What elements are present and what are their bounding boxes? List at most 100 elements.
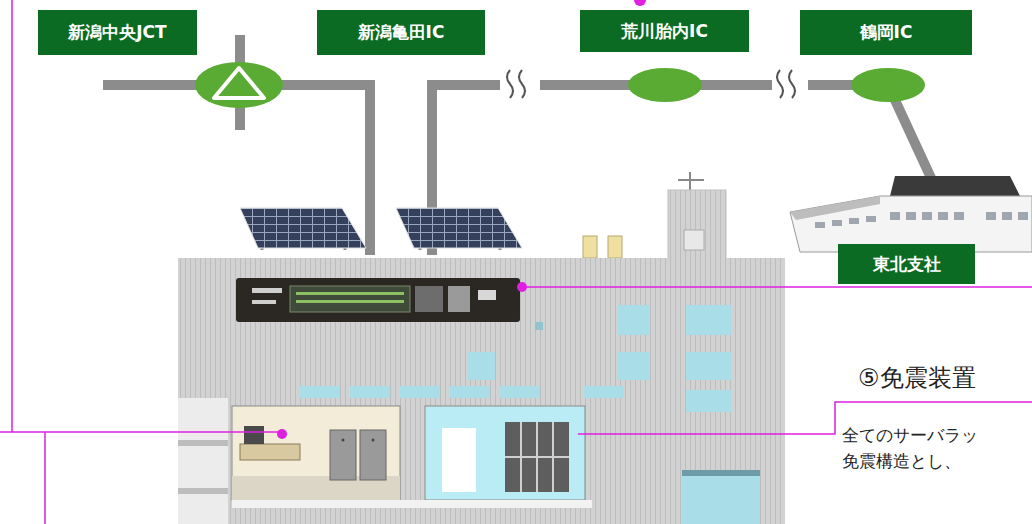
branch-building <box>832 220 842 226</box>
callout-note: 免震構造とし、 <box>842 450 961 473</box>
leader-line <box>44 432 46 524</box>
leader-line <box>522 286 1032 288</box>
server-room <box>425 406 585 500</box>
break-symbol <box>789 70 795 98</box>
window <box>400 386 440 398</box>
branch-building <box>938 212 948 220</box>
display-panel <box>296 300 404 303</box>
display-panel <box>252 288 282 293</box>
data-center-building <box>678 179 704 181</box>
break-symbol <box>507 70 513 98</box>
solar-panel <box>396 208 522 248</box>
window <box>450 386 490 398</box>
leader-dot <box>277 0 646 439</box>
data-center-building <box>608 236 622 258</box>
node-label: 新潟中央JCT <box>68 21 166 44</box>
display-panel <box>296 292 404 295</box>
operation-room <box>240 444 300 460</box>
branch-building <box>815 222 825 228</box>
data-center-building <box>689 172 691 192</box>
branch-building <box>954 212 964 220</box>
window <box>686 352 731 380</box>
branch-building <box>986 212 996 220</box>
operation-room <box>232 406 400 500</box>
interchange-symbol <box>628 68 702 102</box>
display-panel <box>236 278 520 322</box>
branch-building <box>790 176 1032 252</box>
display-panel <box>448 286 470 312</box>
branch-building <box>890 212 900 220</box>
window <box>686 305 731 335</box>
window <box>618 305 650 335</box>
server-room <box>505 422 569 492</box>
branch-building <box>866 216 876 222</box>
branch-building <box>1002 212 1012 220</box>
callout-note: 全てのサーバラッ <box>842 424 978 447</box>
road-label-box: 新潟中央JCT <box>38 10 197 55</box>
data-center-building <box>668 190 726 262</box>
display-panel <box>252 300 276 304</box>
break-symbol <box>519 70 525 98</box>
server-room <box>425 406 585 500</box>
node-label: 東北支社 <box>873 253 941 276</box>
display-panel <box>236 278 520 322</box>
road-label-box: 新潟亀田IC <box>317 10 485 55</box>
operation-room <box>232 406 400 500</box>
building-base <box>682 470 760 476</box>
data-center-building <box>178 488 228 494</box>
branch-building <box>849 218 859 224</box>
data-center-building <box>684 230 704 250</box>
window <box>686 390 731 412</box>
junction-symbol <box>214 68 264 98</box>
operation-room <box>330 430 356 480</box>
node-label: 荒川胎内IC <box>621 20 708 43</box>
window <box>535 322 543 330</box>
callout-heading: ⑤免震装置 <box>858 362 976 394</box>
leader-dot <box>277 429 287 439</box>
operation-room <box>244 426 264 444</box>
window <box>500 386 540 398</box>
building-base <box>232 500 592 508</box>
road-label-box: 荒川胎内IC <box>580 10 749 52</box>
window <box>300 305 731 412</box>
leader-line <box>11 0 13 432</box>
data-center-building <box>178 258 785 524</box>
branch-building <box>815 212 1028 228</box>
display-panel <box>478 290 496 300</box>
branch-building <box>906 212 916 220</box>
break-symbol <box>777 70 783 98</box>
solar-panel <box>240 208 366 248</box>
window <box>584 386 624 398</box>
leader-dot <box>517 282 527 292</box>
building-base <box>682 470 760 524</box>
server-room <box>442 428 476 492</box>
leader-line <box>0 431 280 433</box>
data-center-building <box>178 440 228 446</box>
road-label-box: 鶴岡IC <box>800 10 972 55</box>
server-room <box>505 422 569 492</box>
building-base <box>232 470 760 524</box>
data-center-building <box>583 236 597 258</box>
data-center-building <box>178 172 785 524</box>
interchange-symbol <box>628 68 925 102</box>
data-center-building <box>178 398 228 524</box>
node-label: 新潟亀田IC <box>358 21 445 44</box>
junction-symbol <box>195 62 283 108</box>
interchange-symbol <box>851 68 925 102</box>
window <box>300 386 340 398</box>
operation-room <box>342 439 345 442</box>
leader-dot <box>634 0 646 6</box>
road-label-box: 東北支社 <box>838 244 975 284</box>
branch-building <box>1018 212 1028 220</box>
solar-panel <box>240 208 522 250</box>
display-panel <box>415 286 443 312</box>
window <box>618 352 650 380</box>
display-panel <box>290 286 410 312</box>
branch-building <box>890 176 1020 196</box>
operation-room <box>372 439 375 442</box>
node-label: 鶴岡IC <box>860 21 913 44</box>
operation-room <box>360 430 386 480</box>
junction-symbol <box>195 62 283 108</box>
